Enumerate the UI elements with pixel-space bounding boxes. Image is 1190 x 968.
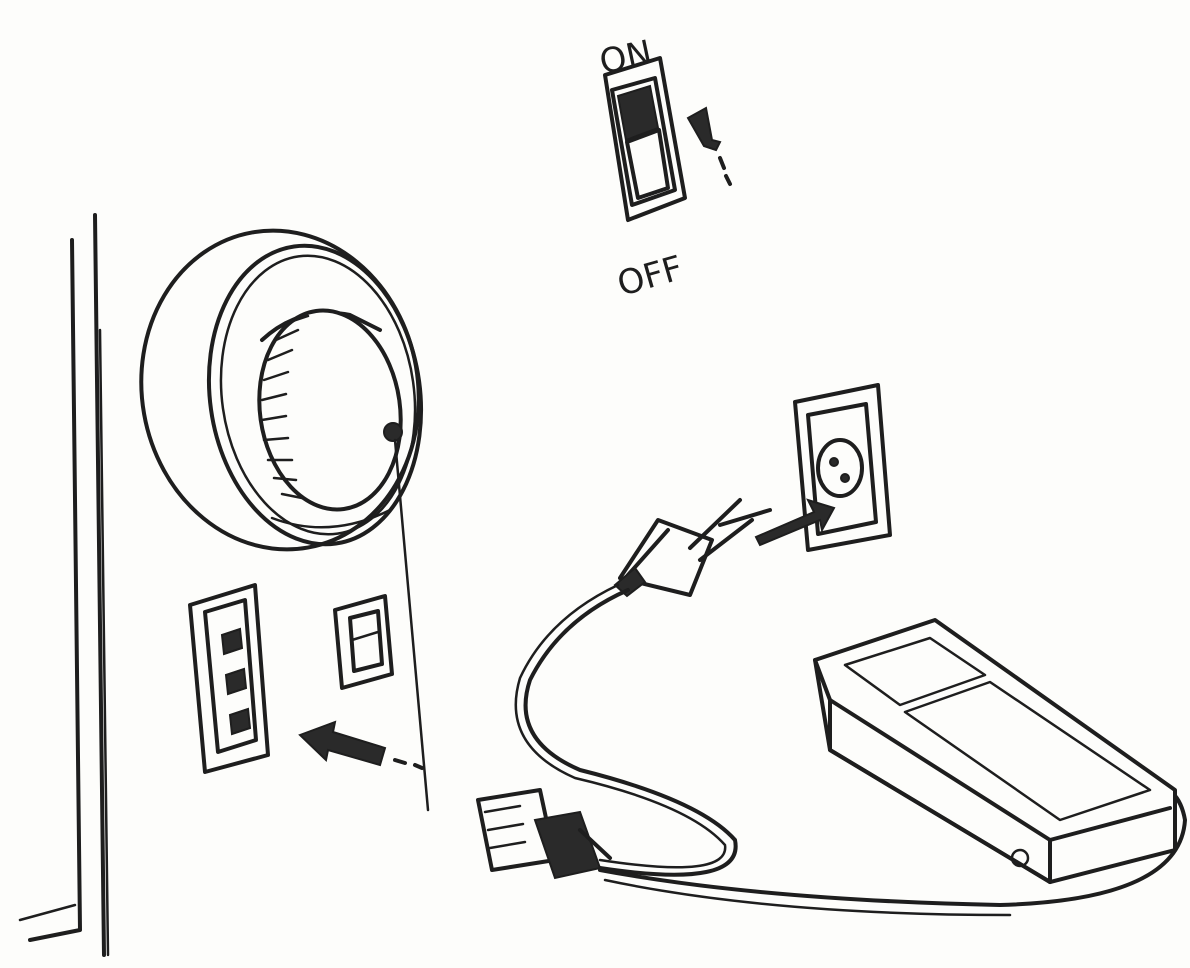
foot-controller-icon [815,620,1175,882]
insert-arrow-icon [300,722,422,768]
power-switch: ON OFF [596,33,730,305]
mains-plug-icon [615,500,770,596]
machine-socket-icon [190,585,268,772]
machine-plug-icon [478,790,610,878]
machine-light-switch [335,596,392,688]
handwheel-icon [116,208,443,810]
wall-outlet-icon [756,385,890,550]
switch-off-label: OFF [613,248,687,305]
switch-on-arrow-icon [688,108,730,184]
machine-body-edge [20,215,108,955]
